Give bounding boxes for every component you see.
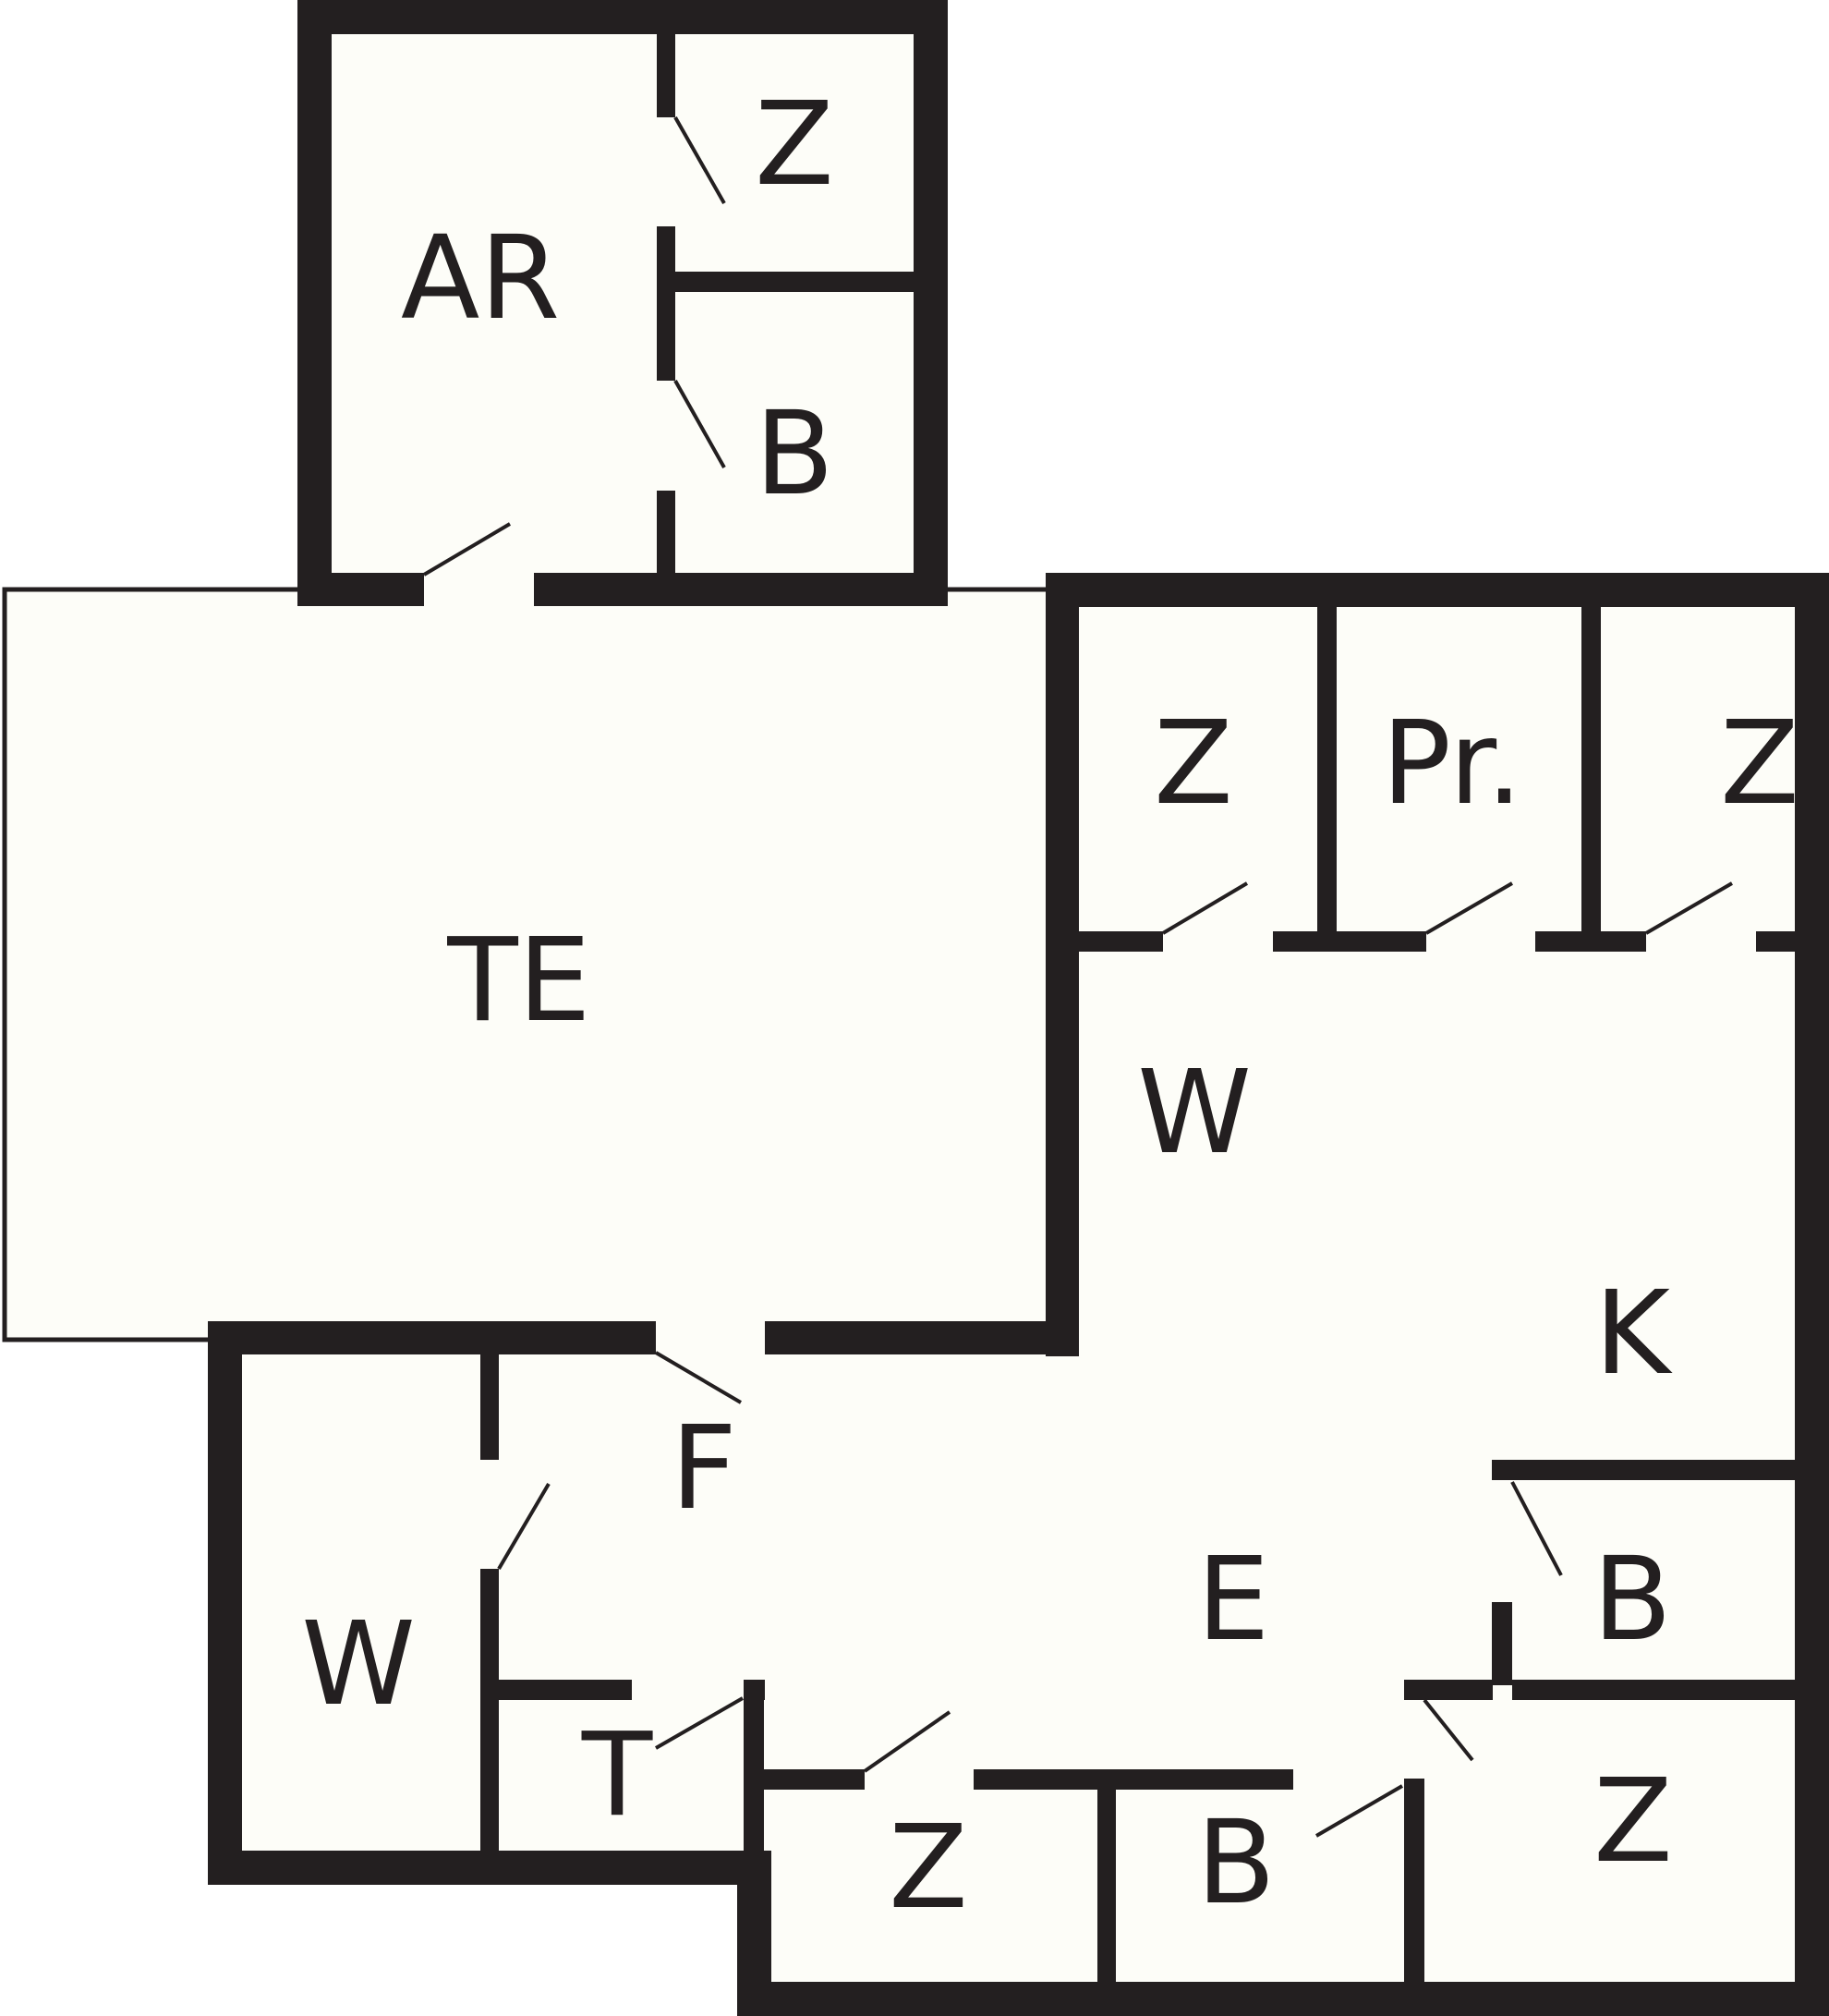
room-label-z-top: Z <box>755 78 834 212</box>
wall-b-right-top <box>1492 1460 1797 1480</box>
door-ar-terrace <box>422 522 512 577</box>
wall-t-cap <box>744 1680 765 1700</box>
terrace-outline <box>2 587 1049 1342</box>
wall-rooms-bottom-3 <box>1535 931 1646 952</box>
wall-te-bottom-right <box>765 1321 1079 1354</box>
wall-sw-bottom <box>208 1851 759 1885</box>
room-label-z-bottom-right: Z <box>1593 1755 1673 1888</box>
door-b-right <box>1510 1481 1563 1576</box>
wall-north-bottom-right <box>534 573 948 606</box>
room-label-w-lower: W <box>301 1597 416 1731</box>
wall-s-partition-1 <box>1097 1788 1116 1984</box>
door-terrace-hall <box>654 1351 743 1404</box>
wall-s-top-mid <box>974 1769 1293 1790</box>
wall-east-left <box>1046 573 1079 1356</box>
wall-w-partition-2 <box>480 1569 499 1851</box>
room-labels: AR Z B TE Z Pr. Z W K F E B W T Z B Z <box>301 78 1799 1935</box>
wall-t-right <box>744 1680 764 1852</box>
wall-t-top <box>499 1680 632 1700</box>
wall-b-right-left-1 <box>1492 1460 1512 1480</box>
room-label-b-bottom: B <box>1196 1796 1276 1930</box>
floor-terrace <box>5 589 1048 1339</box>
room-label-te: TE <box>446 914 590 1048</box>
wall-north-partition-2 <box>657 226 675 381</box>
wall-s-top-left <box>762 1769 865 1790</box>
walls <box>208 0 1829 2016</box>
floor-east-wing <box>1047 573 1829 1355</box>
floor-areas <box>5 0 1829 2016</box>
room-label-z-mid-right: Z <box>1720 697 1799 831</box>
room-label-f: F <box>671 1402 737 1536</box>
room-label-k: K <box>1594 1267 1673 1401</box>
room-label-ar: AR <box>401 212 560 346</box>
wall-north-bottom-left <box>297 573 424 606</box>
wall-sw-left <box>208 1321 242 1885</box>
wall-rooms-bottom-1 <box>1077 931 1163 952</box>
wall-pr-left <box>1317 605 1337 935</box>
floor-north-wing <box>297 0 948 606</box>
wall-north-top <box>297 0 948 34</box>
room-label-b-top: B <box>755 387 834 521</box>
door-b-top <box>673 380 726 468</box>
terrace-outline-line <box>2 587 297 1342</box>
wall-east-top <box>1046 573 1829 607</box>
room-label-e: E <box>1197 1533 1270 1667</box>
door-z-mid-left <box>1161 881 1249 935</box>
wall-w-partition-1 <box>480 1351 499 1460</box>
door-w-lower <box>497 1482 551 1571</box>
wall-b-z-divider <box>1512 1680 1796 1700</box>
wall-b-right-left-2 <box>1492 1602 1512 1685</box>
wall-rooms-bottom-2 <box>1273 931 1426 952</box>
door-z-mid-right <box>1644 881 1734 935</box>
room-label-t: T <box>581 1708 653 1842</box>
doors <box>422 116 1734 1838</box>
room-label-pr: Pr. <box>1382 697 1523 831</box>
room-label-z-mid-left: Z <box>1154 697 1233 831</box>
door-z-bottom-left <box>863 1710 951 1773</box>
wall-north-partition-1 <box>657 34 675 117</box>
wall-north-left <box>297 0 332 606</box>
door-z-top <box>673 116 726 204</box>
room-label-b-right: B <box>1593 1533 1672 1667</box>
door-z-bottom-right <box>1423 1698 1474 1762</box>
wall-s-partition-2 <box>1404 1779 1424 1984</box>
wall-north-right <box>914 0 948 606</box>
wall-east-right <box>1795 573 1829 2016</box>
wall-pr-right <box>1581 605 1601 935</box>
wall-rooms-bottom-4 <box>1756 931 1796 952</box>
wall-s-bottom <box>737 1982 1829 2016</box>
wall-z-left-top <box>1404 1680 1493 1700</box>
door-t <box>655 1696 744 1750</box>
room-label-z-bottom-left: Z <box>889 1801 968 1935</box>
wall-te-bottom-left <box>208 1321 656 1354</box>
door-pr <box>1424 881 1514 935</box>
wall-north-divider <box>675 272 915 292</box>
door-b-bottom <box>1314 1784 1404 1838</box>
wall-north-partition-3 <box>657 491 675 576</box>
room-label-w-upper: W <box>1137 1046 1252 1180</box>
